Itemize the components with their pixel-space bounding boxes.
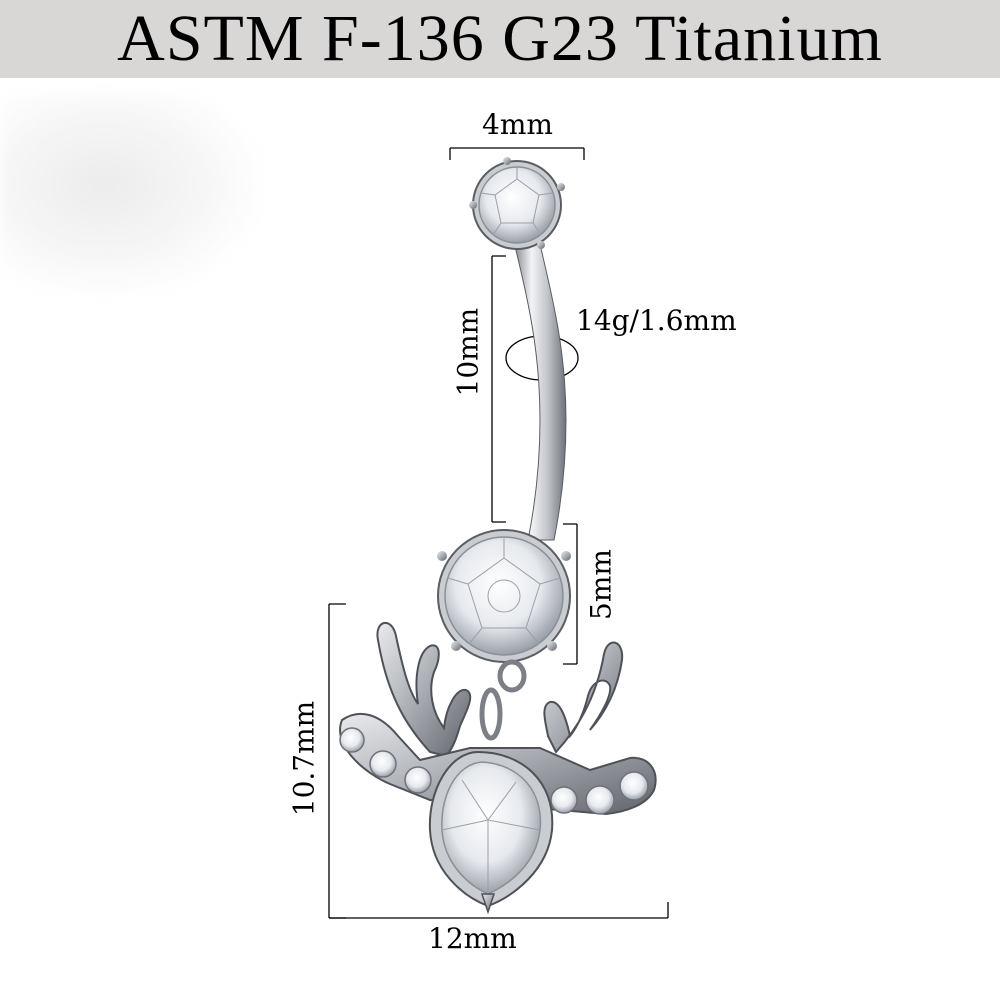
title-banner: ASTM F-136 G23 Titanium xyxy=(0,0,1000,78)
label-charm-width: 12mm xyxy=(428,922,517,955)
label-top-ball: 4mm xyxy=(482,108,553,141)
dim-bottom-gem-line xyxy=(563,523,578,665)
background-haze xyxy=(0,95,260,295)
label-bar-length: 10mm xyxy=(451,307,485,397)
dim-bar-length-line xyxy=(491,255,506,523)
side-gems xyxy=(339,727,649,815)
top-gem xyxy=(469,157,565,250)
antler-left xyxy=(376,622,472,758)
teardrop-gem xyxy=(428,750,554,915)
banner-title: ASTM F-136 G23 Titanium xyxy=(117,2,883,75)
jump-ring-upper xyxy=(497,659,527,693)
antlers xyxy=(376,622,624,758)
dim-charm-width-line xyxy=(329,902,669,919)
dim-charm-height-line xyxy=(328,603,346,919)
dim-top-ball-line xyxy=(449,147,585,160)
label-charm-height: 10.7mm xyxy=(287,700,321,817)
bottom-gem xyxy=(437,529,571,663)
label-bottom-gem: 5mm xyxy=(584,549,618,620)
curved-barbell xyxy=(512,235,567,541)
label-gauge: 14g/1.6mm xyxy=(576,304,737,337)
jump-ring-lower xyxy=(479,687,503,741)
antler-right xyxy=(543,641,624,754)
dimension-lines xyxy=(328,147,669,919)
